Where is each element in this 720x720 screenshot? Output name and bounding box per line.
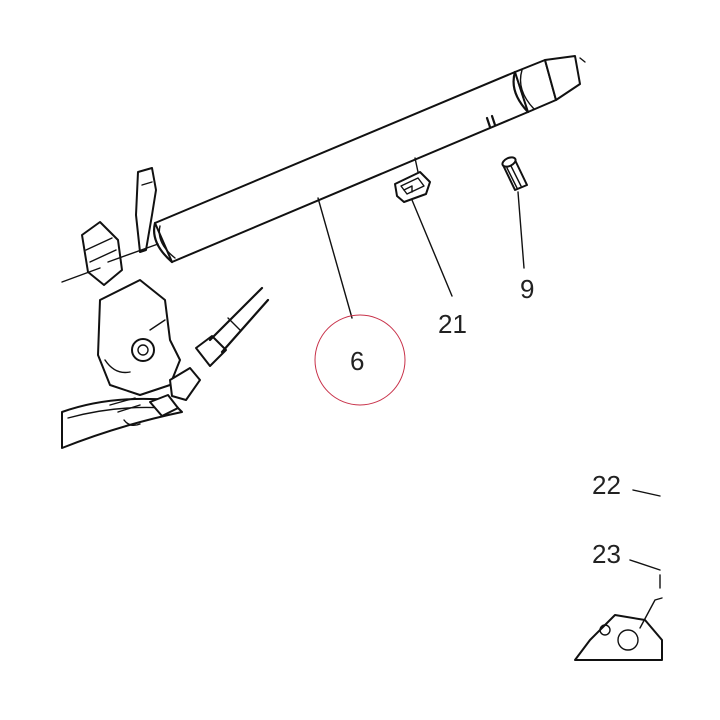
callout-21: 21 (438, 309, 467, 339)
callout-6: 6 (350, 346, 364, 376)
leader-6 (317, 197, 353, 319)
leader-21 (411, 199, 453, 297)
callout-22: 22 (592, 470, 621, 500)
leader-lines (317, 191, 661, 571)
leader-23 (629, 559, 661, 571)
leader-9 (517, 191, 525, 269)
callout-9: 9 (520, 274, 534, 304)
clip-insert (394, 157, 431, 203)
right-control-assembly (574, 574, 663, 661)
highlight-circle (314, 314, 406, 406)
handlebar-tube (153, 55, 586, 264)
leader-22 (632, 489, 661, 497)
brake-lever-assembly (61, 167, 270, 449)
callout-23: 23 (592, 539, 621, 569)
roll-pin (501, 156, 528, 191)
